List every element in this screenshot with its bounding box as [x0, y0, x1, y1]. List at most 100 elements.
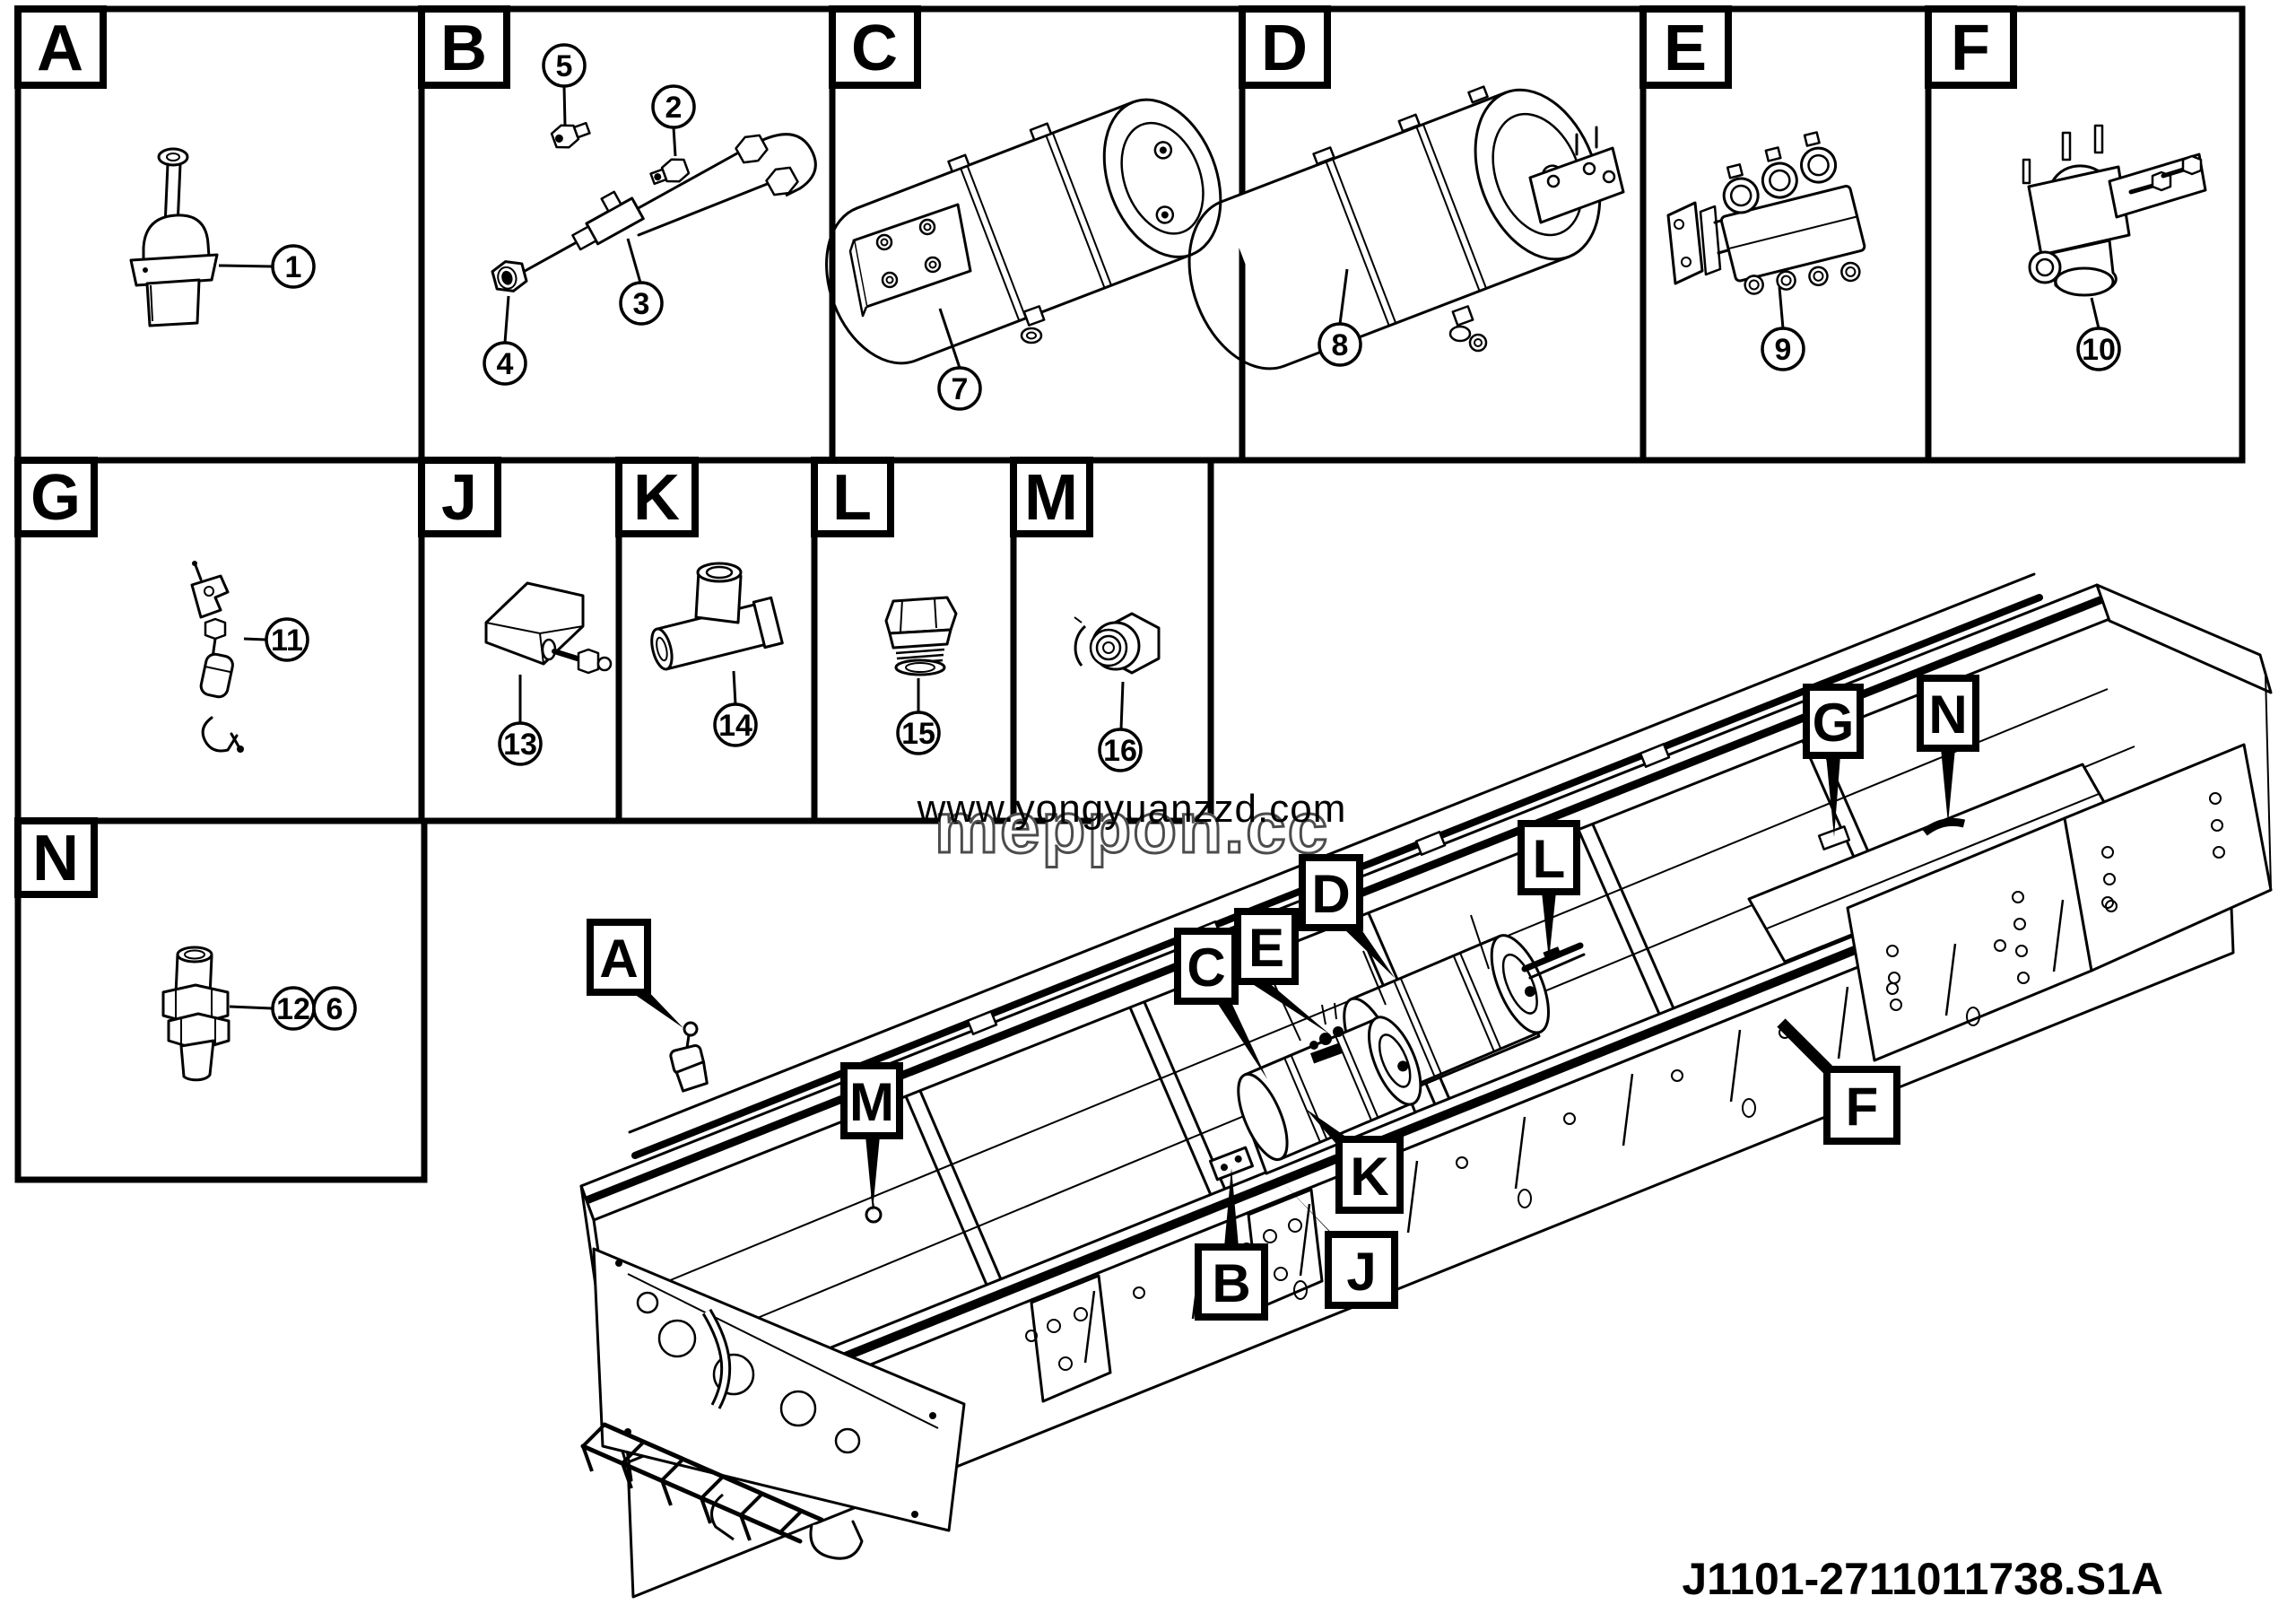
plug-cap-part: [884, 596, 958, 676]
panel-B-letter: B: [440, 13, 487, 84]
chassis-label-D: D: [1311, 864, 1350, 924]
chassis-label-C-pointer: [1216, 995, 1267, 1079]
callout-4-number: 4: [497, 347, 514, 381]
callout-5-circle: [542, 43, 587, 88]
panel-M: 16 M: [1010, 457, 1214, 824]
bulkhead-fitting-part: [1074, 612, 1161, 675]
panel-N-letter-box: [14, 817, 98, 898]
callout-16-number: 16: [1103, 734, 1137, 768]
chassis-label-L-pointer: [1542, 892, 1556, 960]
panel-L-letter-box: [811, 457, 894, 537]
air-tank-part: [1187, 85, 1625, 371]
chassis-label-F-leader: [1777, 1018, 1834, 1076]
chassis-label-A-box: [587, 919, 651, 996]
chassis-label-N-box: [1917, 675, 1979, 752]
callout-11-leader: [243, 637, 266, 641]
panel-K: 14 K: [615, 457, 818, 824]
air-tank-bracket-part: [825, 98, 1222, 365]
callout-9-leader: [1778, 286, 1785, 329]
chassis-label-F: F: [1846, 1077, 1879, 1137]
callout-6-number: 6: [326, 992, 344, 1026]
panel-N-letter: N: [32, 823, 79, 894]
chassis-label-B-pointer: [1224, 1168, 1239, 1247]
panel-L-letter: L: [832, 462, 872, 534]
chassis-label-N-pointer: [1941, 748, 1955, 824]
panel-A-letter-box: [14, 5, 107, 89]
chassis-label-E: E: [1248, 918, 1284, 978]
callout-11-number: 11: [271, 624, 303, 658]
chassis-label-M-pointer: [865, 1136, 880, 1211]
panel-B: 5 2 3 4 B: [418, 5, 836, 464]
callout-14-leader: [732, 670, 737, 705]
chassis-label-J-pointer: [1283, 1182, 1344, 1245]
callout-5-number: 5: [556, 49, 573, 83]
panel-F: 10 F: [1925, 5, 2246, 464]
union-fitting-3: [571, 190, 645, 251]
callout-3-leader: [626, 238, 642, 283]
callout-2-circle: [651, 84, 696, 129]
chassis-label-J-box: [1325, 1231, 1398, 1309]
panel-M-letter: M: [1024, 462, 1078, 534]
callout-1-circle: [271, 244, 316, 289]
chassis-switch-part: [669, 1021, 709, 1093]
chassis-label-D-box: [1299, 854, 1363, 931]
callout-8-number: 8: [1332, 328, 1349, 362]
chassis-label-G-pointer: [1826, 755, 1840, 837]
callout-4-leader: [503, 295, 510, 344]
callout-1-number: 1: [285, 250, 302, 284]
chassis-label-E-pointer: [1248, 976, 1330, 1034]
callout-11-circle: [265, 617, 309, 662]
pipe-fittings-part: [491, 121, 817, 292]
chassis-label-K: K: [1350, 1147, 1388, 1207]
front-bumper: [580, 1422, 864, 1560]
union-fitting-part: [161, 946, 230, 1082]
callout-2-leader: [672, 126, 677, 157]
chassis-label-C: C: [1187, 937, 1225, 998]
panel-C: 7 C: [825, 5, 1246, 464]
chassis-label-A: A: [599, 929, 638, 989]
panel-E-letter: E: [1664, 13, 1707, 84]
chassis-label-C-box: [1174, 928, 1239, 1005]
callout-15-number: 15: [901, 717, 935, 751]
panel-G-letter: G: [30, 462, 81, 534]
chassis-label-D-pointer: [1343, 920, 1395, 978]
valve-block-part: [1666, 131, 1866, 295]
panel-F-letter-box: [1925, 5, 2017, 89]
panel-G-letter-box: [14, 457, 98, 537]
callout-10-circle: [2076, 327, 2121, 371]
chassis-label-N: N: [1928, 685, 1967, 745]
chassis-label-F-box: [1823, 1066, 1900, 1145]
drain-valve-part: [190, 561, 244, 753]
panel-B-letter-box: [418, 5, 510, 89]
panel-K-letter-box: [615, 457, 699, 537]
panel-A-letter: A: [37, 13, 83, 84]
callout-12-leader: [229, 1005, 273, 1010]
callout-7-circle: [937, 366, 982, 411]
callout-8-circle: [1318, 322, 1362, 367]
panel-C-letter: C: [851, 13, 898, 84]
panel-A: 1 A: [14, 5, 425, 464]
callout-4-circle: [483, 341, 527, 386]
callout-3-number: 3: [633, 287, 650, 321]
callout-9-number: 9: [1775, 333, 1792, 367]
callout-8-leader: [1338, 268, 1349, 325]
chassis-label-J: J: [1346, 1242, 1376, 1302]
callout-7-leader: [938, 308, 961, 369]
watermark-gray: meppon.cc: [935, 788, 1329, 868]
panel-K-letter: K: [633, 462, 680, 534]
callout-5-leader: [562, 85, 567, 126]
bracket-fitting-part: [484, 581, 613, 675]
callout-3-circle: [619, 281, 664, 326]
chassis-valve-cluster: [1309, 1002, 1344, 1064]
panel-F-letter: F: [1951, 13, 1990, 84]
panel-J-letter: J: [441, 462, 477, 534]
callout-10-leader: [2090, 297, 2100, 329]
callout-6-circle: [312, 986, 357, 1031]
callout-13-circle: [498, 721, 543, 766]
callout-13-number: 13: [503, 728, 537, 762]
drawing-code: J1101-2711011738.S1A: [1682, 1554, 2163, 1604]
callout-7-number: 7: [952, 372, 969, 406]
watermark-blue: www.yongyuanzzd.com: [917, 787, 1347, 831]
